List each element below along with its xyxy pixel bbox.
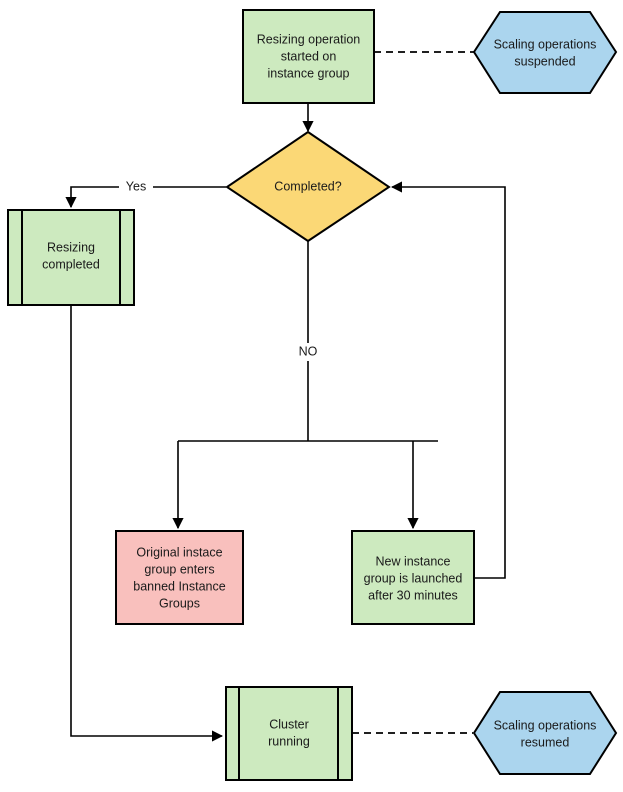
resizing-started-box[interactable] xyxy=(242,9,375,104)
resizing-started-label-line1: Resizing operation xyxy=(257,32,361,46)
scaling-suspended-label-line2: suspended xyxy=(514,54,575,68)
resizing-started-label-line3: instance group xyxy=(267,66,349,80)
resizing-completed-box[interactable] xyxy=(7,209,135,306)
resizing-completed-label-line1: Resizing xyxy=(47,240,95,254)
scaling-resumed-label-line2: resumed xyxy=(521,735,570,749)
node-scaling-resumed[interactable]: Scaling operations resumed xyxy=(472,691,618,775)
node-cluster-running[interactable]: Cluster running xyxy=(225,686,353,781)
edge-label-no: NO xyxy=(291,343,325,361)
completed-decision-diamond[interactable] xyxy=(225,130,391,243)
node-resizing-started[interactable]: Resizing operation started on instance g… xyxy=(242,9,375,104)
edge-label-yes-bg xyxy=(119,178,153,196)
edge-label-yes: Yes xyxy=(119,178,153,196)
new-group-launched-label-line3: after 30 minutes xyxy=(368,588,458,602)
edge-label-no-bg xyxy=(291,343,325,361)
completed-decision-label: Completed? xyxy=(274,179,341,193)
original-group-banned-label-line3: banned Instance xyxy=(133,579,225,593)
scaling-resumed-label-line1: Scaling operations xyxy=(494,718,597,732)
original-group-banned-label-line4: Groups xyxy=(159,596,200,610)
resizing-completed-label-line2: completed xyxy=(42,257,100,271)
cluster-running-box[interactable] xyxy=(225,686,353,781)
connector-new-group-back-to-decision xyxy=(390,181,506,579)
connector-yes-to-resizing-completed xyxy=(65,186,226,209)
scaling-suspended-hexagon[interactable] xyxy=(472,11,618,94)
original-group-banned-label-line1: Original instace xyxy=(136,545,222,559)
new-group-launched-box[interactable] xyxy=(351,530,475,625)
node-resizing-completed[interactable]: Resizing completed xyxy=(7,209,135,306)
connector-resizing-completed-to-cluster-running xyxy=(70,306,224,742)
new-group-launched-label-line2: group is launched xyxy=(364,571,463,585)
cluster-running-label-line2: running xyxy=(268,734,310,748)
original-group-banned-label-line2: group enters xyxy=(144,562,214,576)
cluster-running-label-line1: Cluster xyxy=(269,717,309,731)
node-new-group-launched[interactable]: New instance group is launched after 30 … xyxy=(351,530,475,625)
node-completed-decision[interactable]: Completed? xyxy=(225,130,391,243)
edge-label-yes-text: Yes xyxy=(126,179,146,193)
scaling-suspended-label-line1: Scaling operations xyxy=(494,37,597,51)
original-group-banned-box[interactable] xyxy=(115,530,244,625)
new-group-launched-label-line1: New instance xyxy=(375,554,450,568)
node-scaling-suspended[interactable]: Scaling operations suspended xyxy=(472,11,618,94)
edge-label-no-text: NO xyxy=(299,344,318,358)
node-original-group-banned[interactable]: Original instace group enters banned Ins… xyxy=(115,530,244,625)
scaling-resumed-hexagon[interactable] xyxy=(472,691,618,775)
resizing-started-label-line2: started on xyxy=(281,49,337,63)
